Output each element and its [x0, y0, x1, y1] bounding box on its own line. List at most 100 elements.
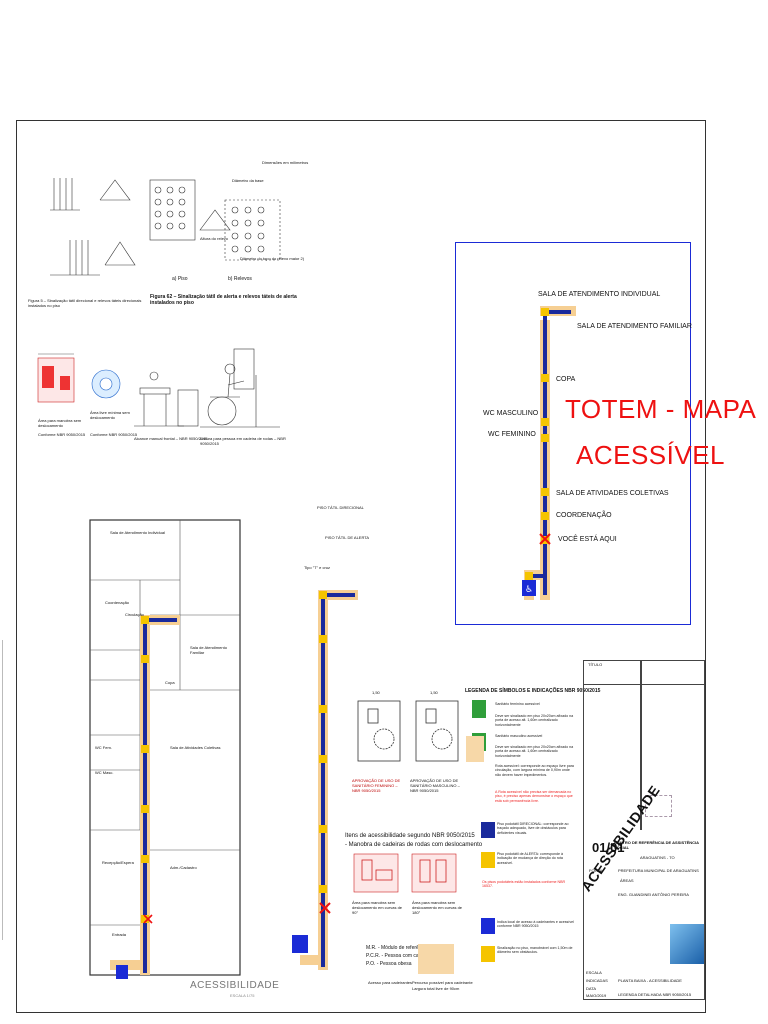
maneuver-title-1: Itens de acessibilidade segundo NBR 9050…	[345, 833, 475, 839]
step-orange-square	[418, 944, 454, 974]
tb-sheet-number: 01/01	[592, 840, 625, 855]
totem-room-coordenacao: COORDENAÇÃO	[556, 512, 612, 519]
wc-plans	[357, 700, 459, 762]
fig-left-caption: Figura 5 – Sinalização tátil direcional …	[28, 298, 142, 308]
maneuver-text-90: Área para manobra sem deslocamento em cu…	[352, 900, 403, 915]
legend-icon-fem	[472, 700, 486, 718]
maneuver-step-note-1: Percurso possível para cadeirante	[412, 980, 473, 985]
fig-top-caption: Figura 62 – Sinalização tátil de alerta …	[150, 294, 297, 306]
totem-room-wc-fem: WC FEMININO	[488, 431, 536, 438]
plan-room-coordenacao: Coordenação	[105, 600, 130, 605]
route-label-2: PISO TÁTIL DE ALERTA	[325, 535, 370, 540]
fig-wheelchair-caption-2: Leitura para pessoa em cadeira de rodas …	[200, 436, 286, 446]
fig-wheelchair-caption-1: Alcance manual frontal – NBR 9050/2015	[134, 436, 208, 441]
legend-item-6: A Rota acessível não precisa ser demarca…	[495, 790, 573, 803]
maneuver-access-note: Acesso para cadeirantes	[368, 980, 413, 985]
legend-item-1: Sanitário feminino acessível	[495, 702, 540, 706]
maneuver-mr: M.R. - Módulo de referência	[366, 945, 428, 951]
maneuver-step-note-2: Largura total livre de 90cm	[412, 986, 460, 991]
maneuver-title-2: - Manobra de cadeiras de rodas com deslo…	[345, 842, 483, 848]
maneuver-po: P.O. - Pessoa obesa	[366, 961, 412, 967]
tactile-direction-figure	[50, 178, 136, 276]
route-strip-path	[292, 590, 358, 970]
legend-item-10: Indica local de acesso à cadeirantes e a…	[497, 920, 574, 929]
plan-section-title: ACESSIBILIDADE	[190, 980, 280, 991]
totem-title-line1: TOTEM - MAPA	[565, 394, 757, 424]
wheelchair-circle-figure	[91, 369, 121, 399]
tb-logo	[670, 924, 704, 964]
tb-date: MAIO/2019	[586, 993, 607, 998]
fig-nbr-2: Conforme NBR 9050/2015	[90, 432, 138, 437]
totem-room-familiar: SALA DE ATENDIMENTO FAMILIAR	[577, 323, 692, 330]
title-block-divider	[640, 660, 642, 830]
totem-room-atividades: SALA DE ATIVIDADES COLETIVAS	[556, 490, 669, 497]
fig-area-note-2: Área livre mínima sem deslocamento	[90, 410, 130, 420]
legend-item-9: Os pisos podotáteis estão instalados con…	[482, 880, 566, 889]
maneuver-text-180: Área para manobra sem deslocamento em cu…	[412, 900, 463, 915]
counter-reach-figure	[134, 371, 199, 427]
plan-room-copa: Copa	[165, 680, 175, 685]
fig-base-diameter: Diâmetro da base	[232, 178, 264, 183]
plan-room-circulacao: Circulação	[125, 612, 144, 617]
plan-room-atividades: Sala de Atividades Coletivas	[170, 745, 221, 750]
legend-item-3: Sanitário masculino acessível	[495, 734, 543, 738]
totem-map-panel	[455, 242, 691, 625]
plan-section-sub: ESCALA 1/75	[230, 993, 255, 998]
totem-route-path: ♿	[522, 306, 576, 600]
tb-desc-2: LEGENDA DETALHADA NBR 9050/2015	[618, 992, 692, 997]
plan-room-wc-fem: WC Fem.	[95, 745, 112, 750]
tb-label-titulo: TÍTULO	[588, 662, 603, 667]
tactile-alert-figure	[149, 179, 281, 261]
fig-top-diameter: Diâmetro do topo do relevo maior 2)	[240, 256, 305, 261]
fig-relief-height: Altura do relevo	[200, 236, 229, 241]
legend-icon-access	[481, 918, 495, 934]
legend-swatch-alert	[481, 852, 495, 868]
maneuver-180-figure	[411, 853, 457, 893]
fig-area-note-1: Área para manobra sem deslocamento	[38, 418, 82, 428]
totem-room-voce-esta-aqui: VOCÊ ESTÁ AQUI	[558, 536, 617, 543]
route-note: Tipo "T" e cruz	[304, 565, 331, 570]
route-label-1: PISO TÁTIL DIRECIONAL	[317, 505, 364, 510]
floor-plan	[89, 519, 241, 979]
fig-nbr-1: Conforme NBR 9050/2015	[38, 432, 86, 437]
tb-engineer: ENG. GUANDINEI ANTÔNIO PEREIRA	[618, 892, 689, 897]
legend-item-5: Rota acessível: corresponde ao espaço li…	[495, 764, 574, 777]
wc-reference-figure	[37, 353, 75, 403]
sheet-frame	[16, 120, 706, 1013]
plan-room-sala-individual: Sala de Atendimento Individual	[110, 530, 165, 535]
plan-room-entrada: Entrada	[112, 932, 127, 937]
wheelchair-user-figure	[200, 348, 280, 428]
wc-caption-left: APROVAÇÃO DE USO DE SANITÁRIO FEMININO –…	[352, 778, 401, 793]
legend-item-8: Piso podotátil de ALERTA: corresponde à …	[497, 852, 563, 865]
tb-city: ARAGUATINS - TO	[640, 855, 675, 860]
totem-title-line2: ACESSÍVEL	[576, 440, 726, 470]
tb-desc-1: PLANTA BAIXA - ACESSIBILIDADE	[618, 978, 682, 983]
tb-project: CENTRO DE REFERÊNCIA DE ASSISTÊNCIA SOCI…	[614, 840, 699, 850]
tb-label-folha: FOLHA	[589, 868, 603, 873]
wc-caption-right: APROVAÇÃO DE USO DE SANITÁRIO MASCULINO …	[410, 778, 460, 793]
plan-room-wc-masc: WC Masc.	[95, 770, 114, 775]
signature-mark	[645, 795, 672, 817]
legend-swatch-directional	[481, 822, 495, 838]
legend-swatch-route	[466, 736, 484, 762]
fig-label-a: a) Piso	[172, 276, 188, 282]
legend-title: LEGENDA DE SÍMBOLOS E INDICAÇÕES NBR 905…	[465, 688, 601, 694]
tb-label-areas: ÁREAS	[620, 878, 634, 883]
tb-label-indicadas: INDICADAS	[586, 978, 608, 983]
svg-text:♿: ♿	[525, 585, 533, 595]
tb-label-data: DATA	[586, 986, 597, 991]
totem-room-wc-masc: WC MASCULINO	[483, 410, 539, 417]
maneuver-90-figure	[353, 853, 399, 893]
fig-dimensions-note: Dimensões em milímetros	[262, 160, 309, 165]
legend-item-2: Deve ser sinalizado em piso 20x20cm afix…	[495, 714, 574, 727]
plan-room-familiar: Sala de Atendimento Familiar	[190, 645, 227, 655]
wc-dim-1: 1,50	[372, 690, 380, 695]
totem-room-individual: SALA DE ATENDIMENTO INDIVIDUAL	[538, 291, 661, 298]
tb-label-escala: ESCALA	[586, 970, 602, 975]
totem-room-copa: COPA	[556, 376, 576, 383]
maneuver-pcr: P.C.R. - Pessoa com cadeira de rodas	[366, 953, 451, 959]
wc-dim-2: 1,50	[430, 690, 438, 695]
legend-item-7: Piso podotátil DIRECIONAL: corresponde a…	[497, 822, 569, 835]
sheet-left-edge-mark	[2, 640, 17, 940]
title-block-row1	[583, 660, 705, 685]
